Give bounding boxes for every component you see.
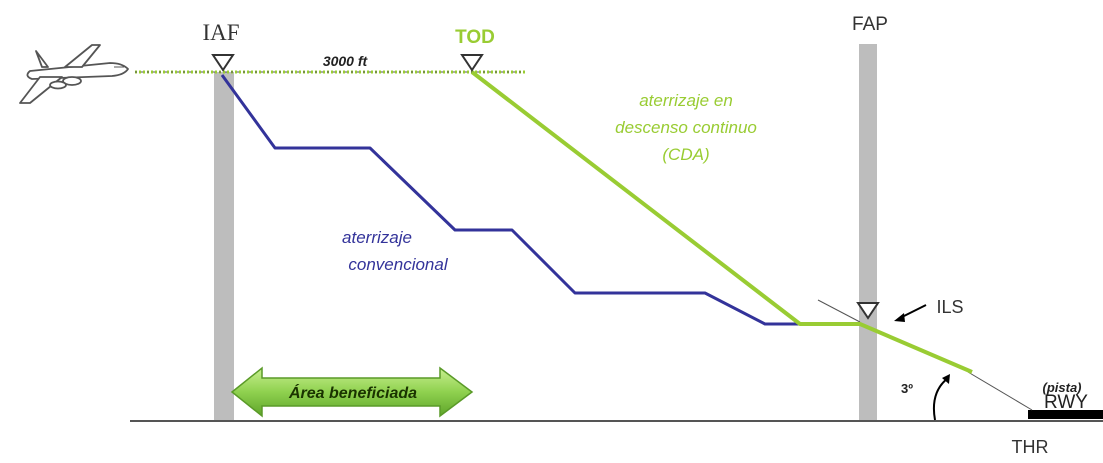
fap-label: FAP: [852, 14, 888, 35]
conventional-label-line1: aterrizaje: [342, 228, 412, 247]
ils-arrow-icon: [899, 304, 927, 319]
thr-label: THR: [1012, 437, 1049, 457]
altitude-label: 3000 ft: [323, 53, 369, 69]
airplane-icon: [19, 44, 129, 104]
area-beneficiada-arrow: [230, 366, 474, 418]
glide-path-extension: [967, 371, 1033, 411]
iaf-label: IAF: [202, 20, 239, 45]
cda-label-line2: descenso continuo: [615, 118, 757, 137]
cda-label-line1: aterrizaje en: [639, 91, 733, 110]
fap-pole: [859, 44, 877, 422]
tod-triangle-down-icon: [460, 54, 484, 72]
pista-label: (pista): [1043, 380, 1082, 395]
rwy-label: RWY: [1044, 392, 1088, 413]
area-beneficiada-label: Área beneficiada: [288, 383, 417, 402]
cda-label-line3: (CDA): [662, 145, 709, 164]
fap-triangle-down-icon: [856, 302, 880, 320]
ils-intercept-line: [817, 299, 861, 323]
ils-label: ILS: [936, 297, 963, 317]
iaf-triangle-down-icon: [211, 54, 235, 72]
runway: [1028, 410, 1103, 419]
cda-approach-path: [470, 70, 973, 374]
angle-arc: [932, 377, 949, 421]
conventional-label-line2: convencional: [348, 255, 448, 274]
conventional-approach-path: [220, 74, 800, 326]
angle-arrowhead: [942, 374, 950, 384]
ils-arrowhead: [894, 313, 905, 322]
angle-label: 3º: [901, 381, 913, 396]
iaf-pole: [214, 72, 234, 422]
tod-label: TOD: [455, 27, 495, 48]
